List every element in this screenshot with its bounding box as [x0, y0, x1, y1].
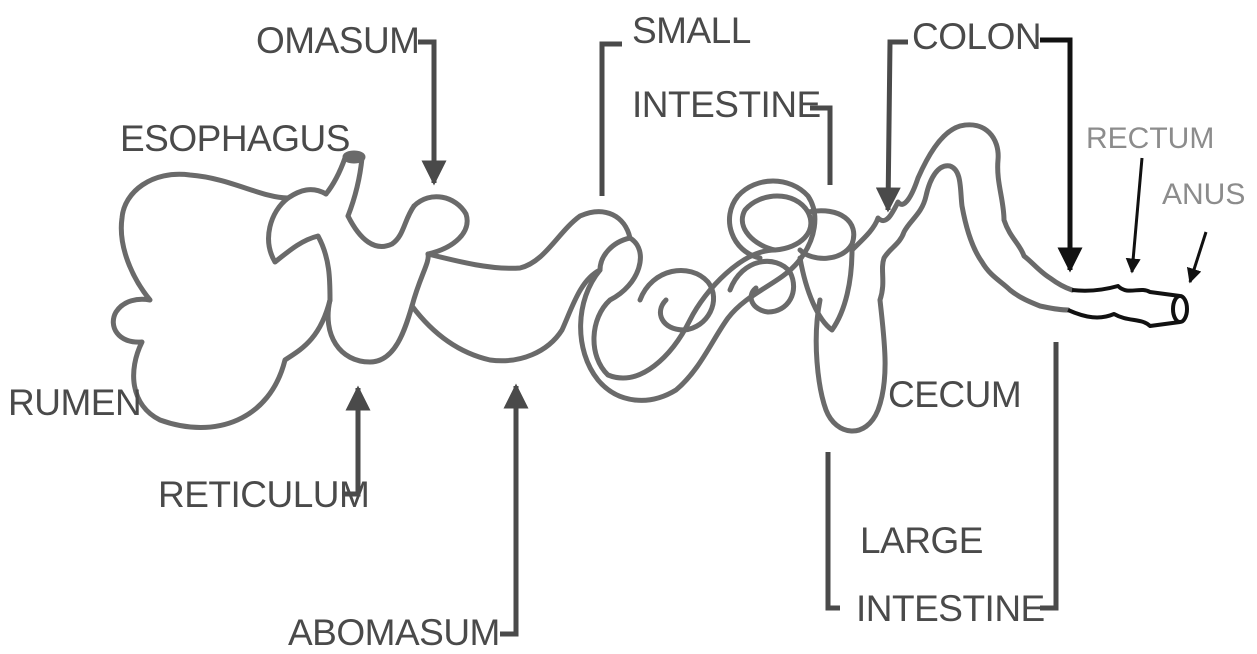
label-cecum: CECUM: [888, 376, 1021, 413]
colon-inner: [880, 166, 1068, 310]
label-rumen: RUMEN: [8, 384, 141, 421]
abomasum-leader: [500, 386, 516, 634]
colon-leader-gray: [888, 42, 908, 210]
label-omasum: OMASUM: [256, 22, 420, 59]
label-small-intestine-2: INTESTINE: [632, 86, 821, 123]
rectum-outline: [1068, 286, 1180, 326]
omasum-leader: [418, 42, 434, 183]
omasum-outline: [412, 197, 467, 306]
label-esophagus: ESOPHAGUS: [120, 120, 350, 157]
label-colon: COLON: [912, 18, 1041, 55]
anus-leader: [1190, 232, 1206, 282]
colon-leader-dark: [1040, 40, 1070, 270]
label-reticulum: RETICULUM: [158, 476, 369, 513]
label-small-intestine-1: SMALL: [632, 12, 751, 49]
abomasum-outline: [412, 212, 630, 361]
reticulum-outline: [328, 206, 414, 362]
label-large-intestine-2: INTESTINE: [856, 590, 1045, 627]
rectum-leader: [1132, 158, 1142, 272]
esophagus-tube: [326, 158, 362, 216]
label-large-intestine-1: LARGE: [860, 522, 983, 559]
label-abomasum: ABOMASUM: [288, 614, 500, 651]
anus-opening: [1173, 296, 1187, 322]
cecum-outline: [800, 250, 885, 431]
label-anus: ANUS: [1162, 180, 1245, 210]
rumen-outline: [113, 174, 330, 427]
label-rectum: RECTUM: [1086, 124, 1214, 154]
rumen-fold: [269, 198, 330, 300]
